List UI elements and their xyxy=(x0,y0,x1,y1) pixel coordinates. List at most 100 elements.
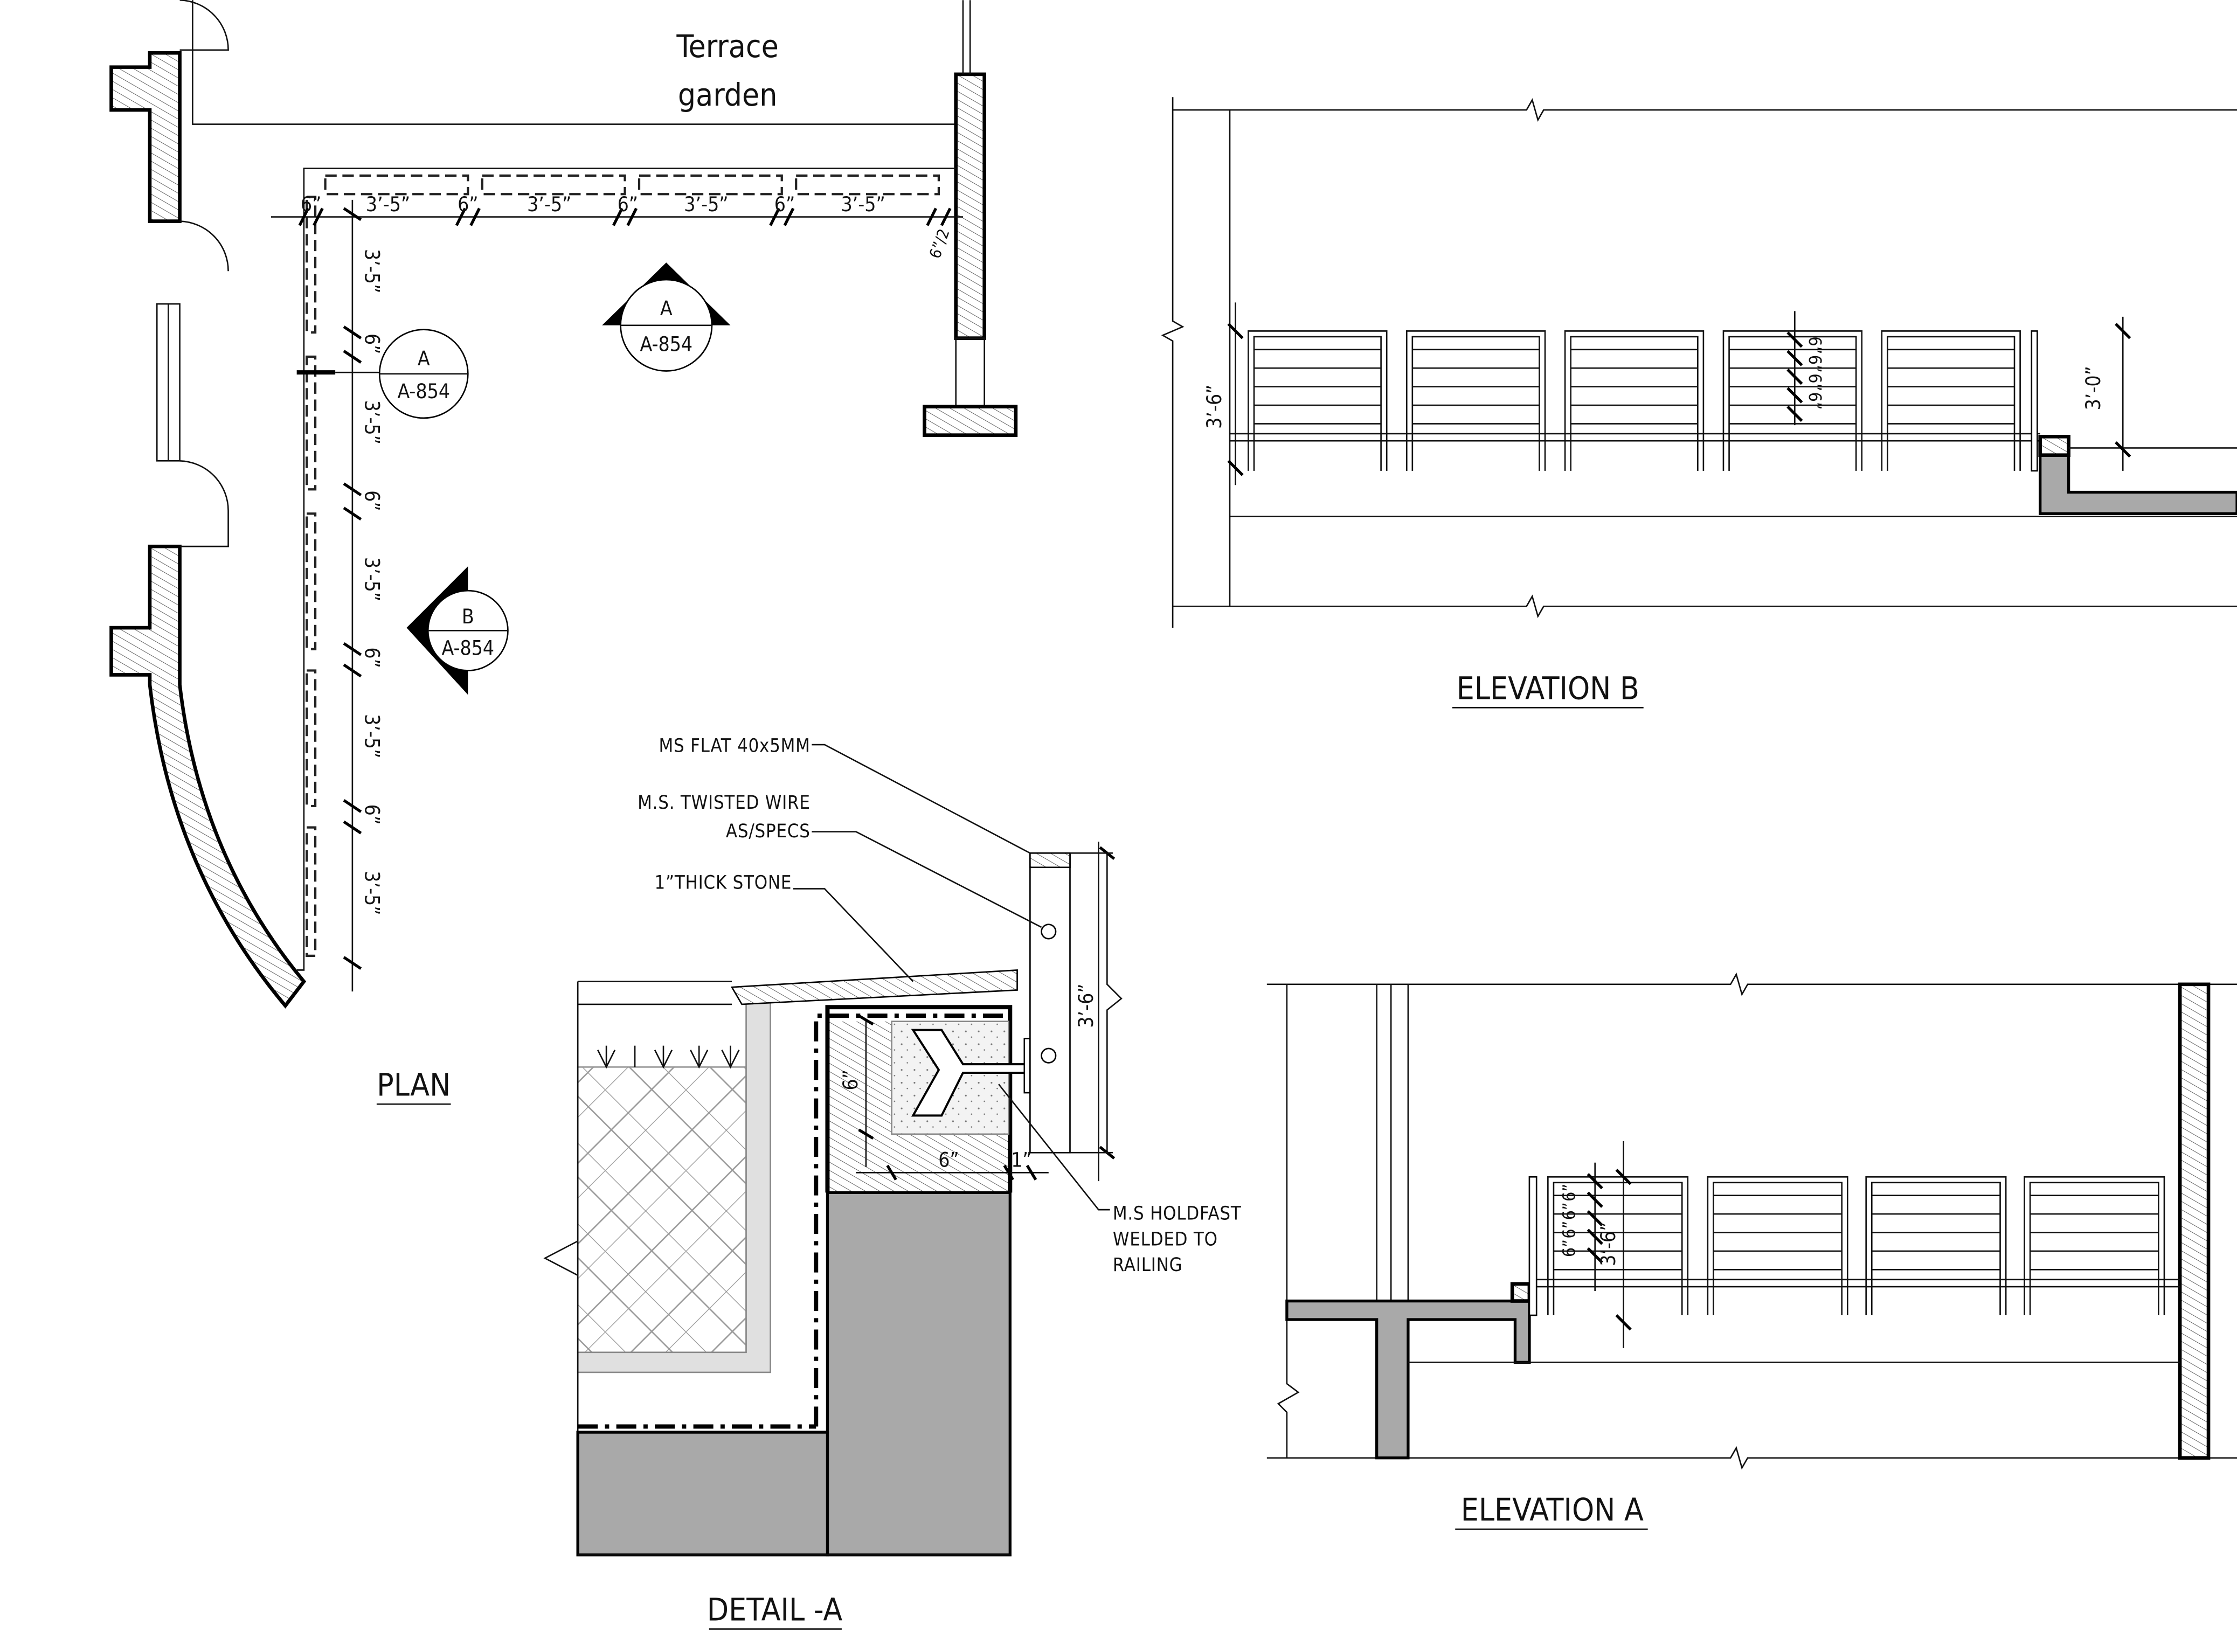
dim-tick xyxy=(1786,368,1803,385)
dim-tick xyxy=(926,207,938,226)
dim-label: 6” xyxy=(361,490,384,511)
section-marker-a-left[interactable]: A A-854 xyxy=(296,329,469,419)
holdfast-anchor xyxy=(911,1029,1029,1117)
marker-sheet: A-854 xyxy=(442,636,495,660)
dim-label: 6” xyxy=(1805,336,1824,354)
dim-label: 6” xyxy=(1560,1184,1580,1202)
dim-label: 6” xyxy=(938,1149,959,1172)
dim-tick xyxy=(343,350,362,364)
callout-twisted-wire: M.S. TWISTED WIRE xyxy=(638,792,811,814)
section-marker-a-top[interactable]: A A-854 xyxy=(602,262,731,372)
dim-tick xyxy=(1786,405,1803,422)
dim-label: 6” xyxy=(774,193,795,216)
marker-letter: A xyxy=(418,347,430,370)
dim-tick xyxy=(769,207,780,226)
area-label: garden xyxy=(678,77,778,113)
railing-panel xyxy=(1564,330,1705,471)
railing-panel xyxy=(1722,330,1863,471)
plan-railing xyxy=(296,168,956,971)
railing-panel xyxy=(1547,1176,1689,1316)
plan-view: Terrace garden 6” 3’-5” xyxy=(109,0,1018,1105)
railing-panel xyxy=(306,196,317,334)
dim-tick xyxy=(298,207,310,226)
load-arrow-head xyxy=(654,1050,673,1069)
dim-label: 3’-6” xyxy=(1597,1222,1620,1266)
detail-a: 3’-6” 6” 6” 1” MS FLAT 40x5MM M.S. TWIST… xyxy=(543,735,1242,1630)
marker-letter: B xyxy=(462,605,474,628)
dim-tick xyxy=(343,820,362,835)
dim-label: 3’-5” xyxy=(527,193,571,216)
dim-tick xyxy=(612,207,624,226)
dim-label: 6” xyxy=(1560,1202,1580,1220)
view-title: PLAN xyxy=(377,1066,451,1103)
marker-letter: A xyxy=(660,297,673,320)
view-title: ELEVATION A xyxy=(1461,1491,1644,1528)
dim-label: 6” xyxy=(361,334,384,354)
railing-panel xyxy=(1707,1176,1848,1316)
dim-label: 6” xyxy=(361,647,384,668)
dim-tick xyxy=(343,642,362,656)
dim-label: 6” xyxy=(1805,373,1824,391)
railing-panel xyxy=(2024,1176,2165,1316)
dim-label: 6” xyxy=(618,193,638,216)
dim-tick xyxy=(469,207,481,226)
dim-tick xyxy=(1786,331,1803,348)
dim-tick xyxy=(940,207,952,226)
dim-tick xyxy=(1786,350,1803,366)
building-walls xyxy=(109,0,1018,1009)
railing-panel-inner xyxy=(1871,1182,2001,1316)
callout-stone: 1”THICK STONE xyxy=(655,872,792,893)
dim-tick xyxy=(343,325,362,339)
section-marker-b[interactable]: B A-854 xyxy=(406,566,509,695)
dim-label: 3’-5” xyxy=(361,714,384,758)
dim-label: 6” xyxy=(458,193,478,216)
dim-label: 6” xyxy=(301,193,321,216)
dim-label: 6” xyxy=(839,1070,862,1090)
railing-panel-inner xyxy=(2029,1182,2159,1316)
dim-tick xyxy=(343,482,362,497)
dim-tick xyxy=(343,207,362,221)
dim-tick xyxy=(1587,1247,1603,1264)
dim-tick xyxy=(1587,1191,1603,1208)
dim-label: 3’-5” xyxy=(361,400,384,445)
railing-panel xyxy=(1881,330,2021,471)
dim-label: 6” xyxy=(1805,355,1824,373)
railing-panel xyxy=(1248,330,1388,471)
railing-panel xyxy=(1865,1176,2007,1316)
dim-label: 3’-5” xyxy=(361,871,384,915)
dim-label: 3’-5” xyxy=(361,557,384,601)
dim-label: 3’-5” xyxy=(366,193,410,216)
callout-holdfast: WELDED TO xyxy=(1113,1228,1218,1250)
dim-tick xyxy=(343,506,362,521)
dim-label: 3’-5” xyxy=(361,249,384,293)
railing-panel xyxy=(1405,330,1546,471)
railing-panel xyxy=(638,174,783,196)
railing-panel xyxy=(306,669,317,808)
callout-twisted-wire: AS/SPECS xyxy=(726,821,811,842)
callout-holdfast: RAILING xyxy=(1113,1254,1182,1276)
railing-panel-inner xyxy=(1553,1182,1683,1316)
railing-panel-inner xyxy=(1411,336,1540,471)
railing-panel xyxy=(306,826,317,957)
left-dimension-chain: 3’-5” 6” 3’-5” 6” 3’-5” 6” 3’-5” 6” 3’-5… xyxy=(343,199,384,992)
dim-label: 6” xyxy=(1805,392,1824,410)
railing-panel xyxy=(795,174,940,196)
load-arrow-head xyxy=(690,1050,709,1069)
dim-tick xyxy=(343,663,362,678)
elevation-b: 3’-6” 6” 6” 6” 6” 3’-0” ELEVATION B xyxy=(1161,97,2237,709)
dim-tick xyxy=(1587,1173,1603,1190)
railing-panel-inner xyxy=(1570,336,1699,471)
dim-label: 6” xyxy=(1560,1221,1580,1239)
load-arrow-head xyxy=(597,1050,616,1069)
dim-label: 6”/2 xyxy=(926,226,953,261)
callout-holdfast: M.S HOLDFAST xyxy=(1113,1203,1242,1225)
dim-tick xyxy=(343,799,362,813)
dim-tick xyxy=(313,207,324,226)
dim-tick xyxy=(1587,1228,1603,1245)
dim-label: 1” xyxy=(1011,1149,1031,1172)
dim-tick xyxy=(783,207,795,226)
railing-panel xyxy=(306,512,317,650)
dim-tick xyxy=(1587,1210,1603,1227)
dim-tick xyxy=(455,207,467,226)
